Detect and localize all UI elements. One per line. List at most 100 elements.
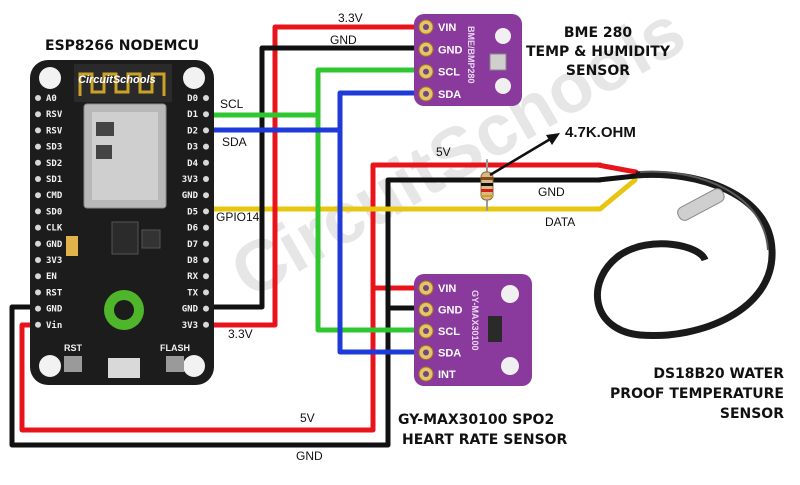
esp-right-pin-label: GND [182,305,199,315]
antenna-trace [78,72,166,96]
max-sensor-chip [488,316,502,342]
rst-label: RST [64,343,83,353]
esp-left-pin-label: RST [46,288,63,298]
esp-pin-dot [203,127,209,134]
esp-right-pin-label: D4 [187,159,198,169]
esp-pin-dot [203,143,209,150]
esp-pin-dot [35,159,41,166]
mount-hole [39,67,61,89]
esp-right-pin-label: D5 [187,207,198,217]
label-bottom-5v: 5V [300,411,315,425]
bme-title: BME 280 TEMP & HUMIDITY SENSOR [526,25,671,79]
label-bme-gnd: GND [330,33,357,47]
ds-title-line-1: DS18B20 WATER [653,366,784,382]
mount-hole [495,28,511,44]
antenna-area [74,64,172,102]
bme-pin-label: GND [438,44,463,56]
max-pin-label: SCL [438,326,460,338]
esp-pin-dot [203,257,209,263]
esp-pin-dot [35,176,41,182]
bme-sensor-chip [489,53,507,71]
label-bme-vcc: 3.3V [338,11,363,25]
esp-logo: CircuitSchools [78,74,156,86]
esp-right-pin-label: GND [182,191,199,201]
flash-button[interactable] [166,356,184,372]
esp-pin-dot [203,208,209,215]
esp-left-pin-label: SD2 [46,159,62,169]
esp-pin-dot [35,208,41,215]
esp-pin-dot [35,273,41,280]
mount-hole [39,355,61,377]
esp-left-pin-label: SD1 [46,175,62,185]
esp-pin-dot [35,224,41,231]
bme-pin-label: VIN [438,22,456,34]
esp-pin-dot [203,305,209,312]
esp-right-pin-label: D2 [187,126,198,136]
usb-port [108,358,140,378]
esp-right-pin-label: RX [187,272,198,282]
probe-cable-highlight [639,170,769,251]
label-sda: SDA [222,135,247,149]
label-esp-3v3: 3.3V [228,327,253,341]
wire-scl [207,67,427,118]
resistor [480,171,494,201]
esp-left-pin-label: A0 [46,94,57,104]
esp-pin-dot [203,240,209,247]
wires [9,24,639,448]
ds18b20-probe: DS18B20 WATER PROOF TEMPERATURE SENSOR [593,170,784,422]
rst-button[interactable] [64,356,82,372]
label-ds-vcc: 5V [436,145,451,159]
probe-tip [677,188,725,221]
esp-left-pin-label: Vin [46,320,62,331]
esp-right-pin-label: TX [187,288,198,298]
resistor-label: 4.7K.OHM [565,124,636,141]
label-bottom-gnd: GND [296,449,323,463]
esp-pin-dot [35,111,41,118]
esp-left-pins: A0RSVRSVSD3SD2SD1CMDSD0CLKGND3V3ENRSTGND… [35,94,63,331]
esp-pin-dot [203,111,209,118]
wire-bottom-gnd [9,177,603,448]
esp-left-pin-label: CLK [46,224,63,234]
esp-left-pin-label: GND [46,305,63,315]
bme-title-line-3: SENSOR [566,63,630,79]
esp-left-pin-label: 3V3 [46,256,62,266]
resistor-arrow-head [546,133,560,145]
label-ds-gnd: GND [538,185,565,199]
esp-right-pin-label: D3 [187,143,198,153]
esp-right-pin-label: D1 [187,110,198,120]
capacitor [66,236,78,256]
esp-pin-dot [203,273,209,280]
esp-left-pin-label: SD0 [46,207,62,217]
esp-left-pin-label: RSV [46,110,63,120]
wire-bme-gnd [207,45,427,310]
bme-title-line-1: BME 280 [564,25,633,41]
bme-pin-label: SDA [438,89,461,101]
max-title-line-2: HEART RATE SENSOR [402,432,568,448]
ds-title-line-3: SENSOR [720,406,784,422]
max-pin-label: GND [438,305,463,317]
label-ds-data: DATA [545,215,575,229]
label-gpio14: GPIO14 [216,210,260,224]
max-pin-label: VIN [438,283,456,295]
esp-pin-dot [35,240,41,247]
label-scl: SCL [220,97,244,111]
max-board-text: GY-MAX30100 [470,290,480,351]
esp-pin-dot [203,95,209,101]
esp-pin-dot [35,321,41,328]
max-pin-label: SDA [438,348,461,360]
esp-pin-dot [35,289,41,296]
esp-pin-dot [203,289,209,296]
esp-pin-dot [35,95,41,101]
esp-right-pin-label: D0 [187,94,198,104]
esp-right-pin-label: D8 [187,256,198,266]
mount-hole [495,78,511,94]
wire-bme-vcc [207,24,427,328]
esp-pin-dot [203,321,209,328]
fc-badge [96,145,112,159]
wire-ds-vcc-end [595,162,639,175]
